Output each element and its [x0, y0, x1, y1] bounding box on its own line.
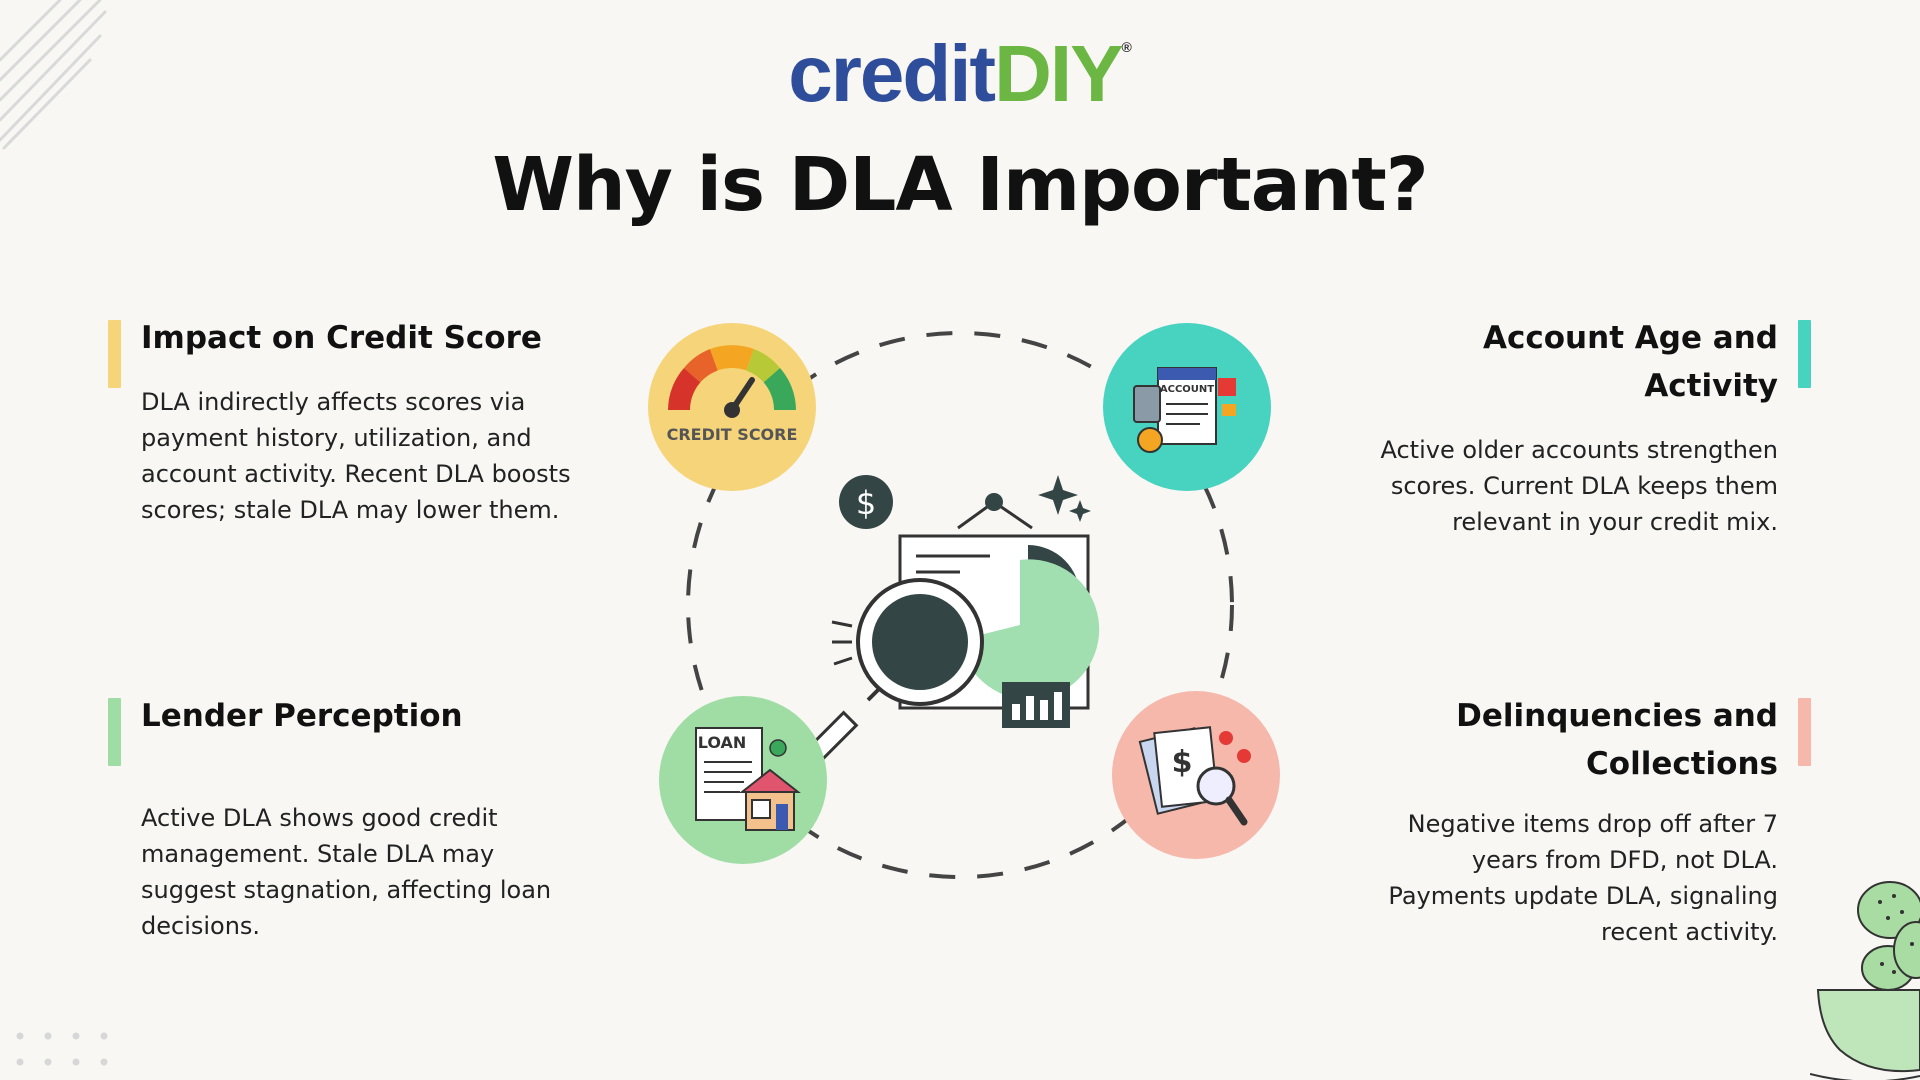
- section-heading: Impact on Credit Score: [141, 320, 542, 356]
- accent-bar-delinquencies: [1798, 698, 1811, 766]
- section-account-age-activity: Account Age and Activity Active older ac…: [1348, 314, 1778, 540]
- credit-score-label: CREDIT SCORE: [667, 425, 798, 444]
- loan-label: LOAN: [698, 733, 747, 752]
- analytics-magnifier-icon: [807, 475, 1100, 762]
- section-impact-on-credit-score: Impact on Credit Score DLA indirectly af…: [141, 314, 571, 528]
- logo-credit-text: credit: [788, 29, 996, 118]
- decorative-dots: [16, 1032, 108, 1066]
- dashed-orbit: [686, 331, 1234, 879]
- accent-bar-lender: [108, 698, 121, 766]
- section-body: DLA indirectly affects scores via paymen…: [141, 388, 571, 524]
- decorative-stripes: [0, 0, 107, 150]
- section-body: Active older accounts strengthen scores.…: [1380, 436, 1778, 536]
- registered-mark: ®: [1121, 39, 1132, 55]
- loan-document-house-icon: LOAN: [659, 696, 827, 864]
- bill-dollar-label: $: [1172, 745, 1193, 780]
- credit-score-gauge-icon: CREDIT SCORE: [648, 323, 816, 491]
- section-heading: Account Age and Activity: [1483, 320, 1778, 404]
- accent-bar-account: [1798, 320, 1811, 388]
- decorative-plant: [1810, 881, 1920, 1080]
- section-lender-perception: Lender Perception Active DLA shows good …: [141, 692, 571, 944]
- section-heading: Lender Perception: [141, 698, 463, 734]
- account-label: ACCOUNT: [1160, 384, 1214, 395]
- account-notepad-icon: ACCOUNT: [1103, 323, 1271, 491]
- section-heading: Delinquencies and Collections: [1456, 698, 1778, 782]
- coin-dollar-label: $: [856, 484, 876, 522]
- logo-diy-text: DIY: [994, 29, 1123, 118]
- dollar-coin-icon: $: [839, 475, 893, 529]
- accent-bar-impact: [108, 320, 121, 388]
- section-body: Active DLA shows good credit management.…: [141, 804, 552, 940]
- section-body: Negative items drop off after 7 years fr…: [1388, 810, 1778, 946]
- section-delinquencies-collections: Delinquencies and Collections Negative i…: [1348, 692, 1778, 950]
- page-title: Why is DLA Important?: [492, 142, 1428, 228]
- creditdiy-logo: creditDIY®: [0, 34, 1920, 114]
- bill-magnifier-icon: $: [1112, 691, 1280, 859]
